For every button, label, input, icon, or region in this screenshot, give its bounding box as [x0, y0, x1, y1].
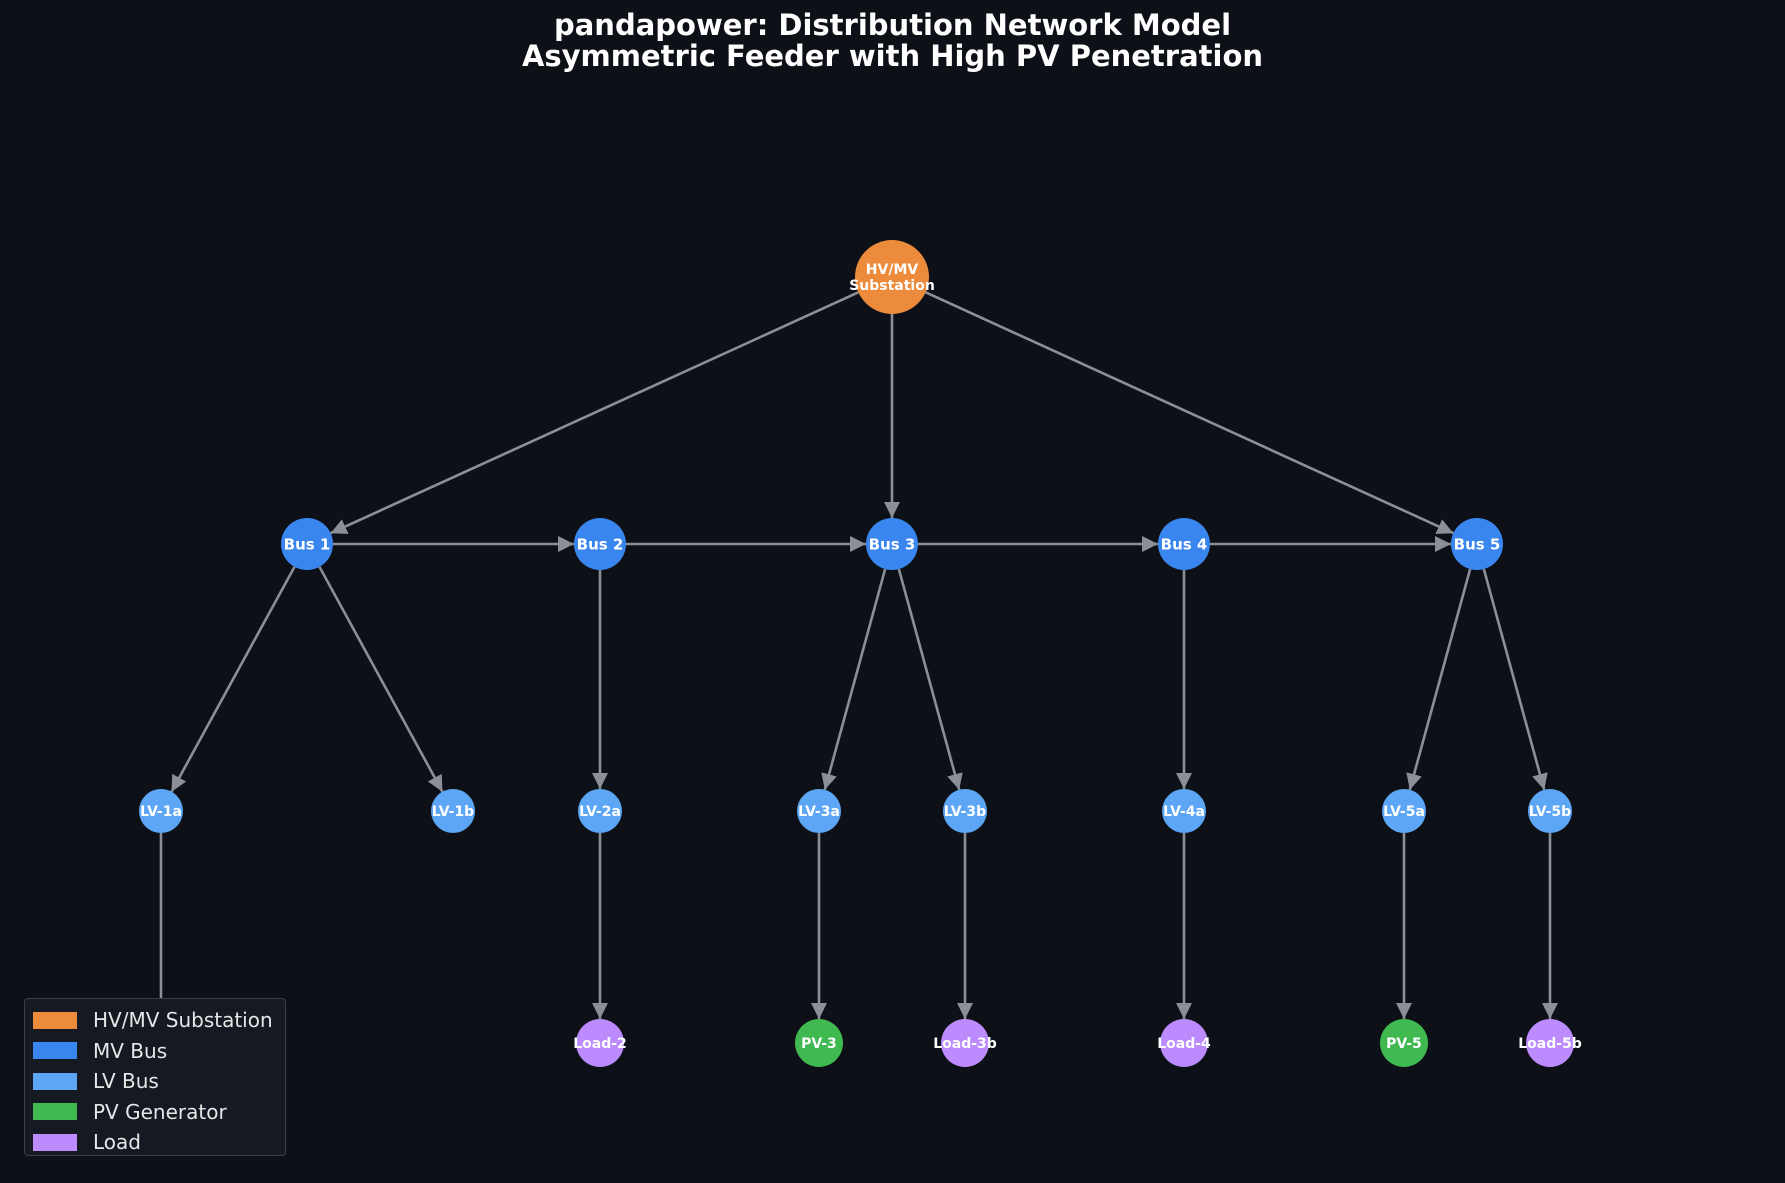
mv-bus-node-circle [1158, 518, 1210, 570]
node-label: LV-3b [944, 804, 986, 820]
node-bus1: Bus 1 [281, 518, 333, 570]
node-bus5: Bus 5 [1451, 518, 1503, 570]
edge-bus1-lv1b [318, 566, 444, 793]
legend-swatch-substation [33, 1011, 77, 1029]
node-label: Bus 3 [869, 535, 916, 553]
legend-item-lv-bus: LV Bus [33, 1066, 285, 1097]
legend-item-pv-generator: PV Generator [33, 1097, 285, 1128]
node-label: PV-5 [1386, 1036, 1422, 1052]
node-load2: Load-2 [573, 1019, 627, 1067]
diagram-title: pandapower: Distribution Network Model A… [0, 10, 1785, 72]
legend-label: LV Bus [93, 1069, 159, 1094]
node-load4: Load-4 [1157, 1019, 1211, 1067]
lv-bus-node-circle [1382, 789, 1426, 833]
mv-bus-node-circle [574, 518, 626, 570]
node-bus2: Bus 2 [574, 518, 626, 570]
legend-label: MV Bus [93, 1038, 168, 1063]
lv-bus-node-circle [431, 789, 475, 833]
node-label: Load-5b [1518, 1036, 1582, 1052]
node-label: LV-3a [798, 804, 840, 820]
legend-label: HV/MV Substation [93, 1008, 273, 1033]
pv-node-circle [1380, 1019, 1428, 1067]
node-label: Bus 4 [1161, 535, 1208, 553]
node-label: Load-2 [573, 1036, 627, 1052]
edge-bus3-lv3a [821, 568, 887, 791]
legend-label: Load [93, 1130, 141, 1155]
node-label: LV-1b [432, 804, 474, 820]
mv-bus-node-circle [866, 518, 918, 570]
legend-item-load: Load [33, 1127, 285, 1158]
legend-label: PV Generator [93, 1099, 227, 1124]
node-label: Bus 1 [284, 535, 331, 553]
load-node-circle [941, 1019, 989, 1067]
node-label: Load-3b [933, 1036, 997, 1052]
lv-bus-node-circle [139, 789, 183, 833]
node-lv4a: LV-4a [1162, 789, 1206, 833]
node-label: PV-3 [801, 1036, 837, 1052]
edge-sub-bus1 [330, 291, 859, 535]
legend-swatch-load [33, 1133, 77, 1151]
node-load3b: Load-3b [933, 1019, 997, 1067]
legend-swatch-lv-bus [33, 1072, 77, 1090]
edge-bus3-lv3b [897, 568, 963, 791]
edge-bus5-lv5a [1406, 568, 1472, 791]
legend-item-mv-bus: MV Bus [33, 1036, 285, 1067]
node-lv3a: LV-3a [797, 789, 841, 833]
legend: HV/MV Substation MV Bus LV Bus PV Genera… [24, 998, 286, 1156]
pv-node-circle [795, 1019, 843, 1067]
lv-bus-node-circle [1162, 789, 1206, 833]
node-label: LV-4a [1163, 804, 1205, 820]
edge-sub-bus5 [925, 291, 1454, 535]
node-label: LV-2a [579, 804, 621, 820]
edge-bus5-lv5b [1482, 568, 1548, 791]
title-line-2: Asymmetric Feeder with High PV Penetrati… [521, 39, 1264, 73]
lv-bus-node-circle [797, 789, 841, 833]
node-lv3b: LV-3b [943, 789, 987, 833]
node-label: Load-4 [1157, 1036, 1211, 1052]
mv-bus-node-circle [1451, 518, 1503, 570]
lv-bus-node-circle [578, 789, 622, 833]
title-line-1: pandapower: Distribution Network Model [553, 8, 1232, 42]
node-lv1a: LV-1a [139, 789, 183, 833]
node-bus3: Bus 3 [866, 518, 918, 570]
legend-swatch-pv-generator [33, 1103, 77, 1121]
substation-node-circle [855, 240, 929, 314]
node-label: Bus 5 [1454, 535, 1501, 553]
legend-item-substation: HV/MV Substation [33, 1005, 285, 1036]
node-lv5b: LV-5b [1528, 789, 1572, 833]
lv-bus-node-circle [943, 789, 987, 833]
node-lv1b: LV-1b [431, 789, 475, 833]
node-load5b: Load-5b [1518, 1019, 1582, 1067]
node-label: LV-5b [1529, 804, 1571, 820]
lv-bus-node-circle [1528, 789, 1572, 833]
load-node-circle [1160, 1019, 1208, 1067]
node-lv2a: LV-2a [578, 789, 622, 833]
edges-layer [153, 291, 1558, 1019]
load-node-circle [576, 1019, 624, 1067]
node-lv5a: LV-5a [1382, 789, 1426, 833]
node-pv5: PV-5 [1380, 1019, 1428, 1067]
node-pv3: PV-3 [795, 1019, 843, 1067]
load-node-circle [1526, 1019, 1574, 1067]
node-label: LV-5a [1383, 804, 1425, 820]
node-bus4: Bus 4 [1158, 518, 1210, 570]
legend-swatch-mv-bus [33, 1042, 77, 1060]
mv-bus-node-circle [281, 518, 333, 570]
node-label: LV-1a [140, 804, 182, 820]
node-label: Bus 2 [577, 535, 624, 553]
edge-bus1-lv1a [170, 566, 296, 793]
